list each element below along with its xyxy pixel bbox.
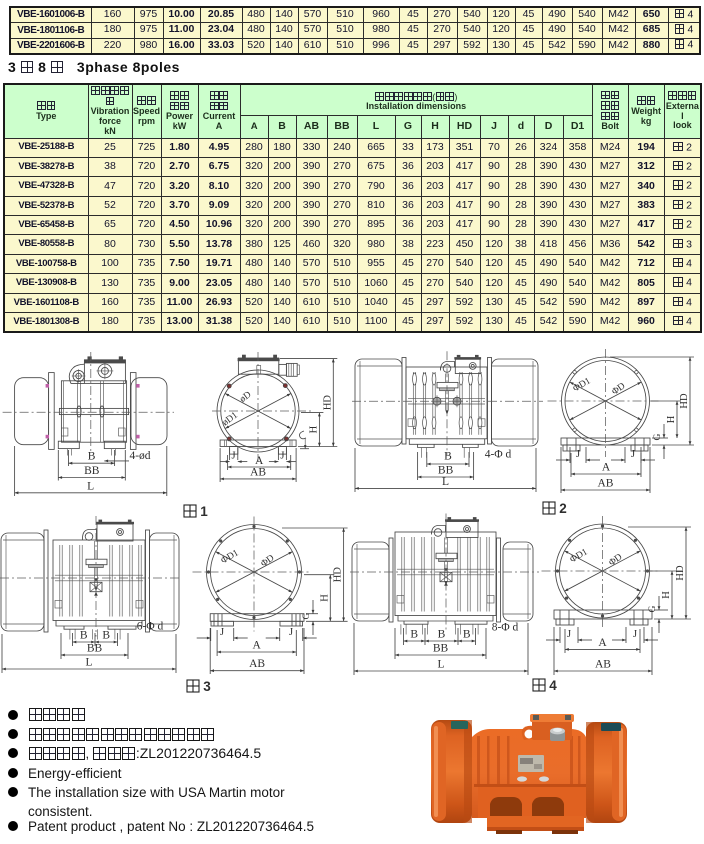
svg-text:H: H [661, 591, 672, 599]
svg-text:J: J [231, 451, 235, 462]
svg-text:J: J [280, 451, 284, 462]
svg-text:AB: AB [595, 659, 611, 671]
svg-text:ΦD: ΦD [259, 553, 276, 569]
svg-text:G: G [653, 433, 663, 440]
svg-text:BB: BB [438, 465, 454, 477]
svg-text:B: B [102, 630, 110, 642]
svg-text:AB: AB [249, 658, 265, 670]
svg-text:ΦD: ΦD [607, 552, 624, 568]
svg-text:L: L [437, 659, 444, 671]
svg-text:2: 2 [559, 501, 567, 516]
svg-text:AB: AB [250, 466, 266, 478]
svg-text:H: H [666, 415, 677, 423]
svg-text:BB: BB [84, 465, 100, 477]
svg-text:H: H [319, 594, 330, 602]
svg-text:A: A [253, 640, 262, 652]
svg-text:ΦD: ΦD [610, 381, 627, 397]
svg-text:G: G [302, 612, 312, 619]
svg-text:G: G [648, 605, 658, 612]
svg-text:AB: AB [598, 478, 614, 490]
svg-text:H: H [308, 425, 319, 433]
svg-text:HD: HD [322, 395, 333, 411]
svg-text:4-Φ d: 4-Φ d [485, 449, 512, 461]
svg-text:3: 3 [203, 679, 211, 694]
svg-text:J: J [576, 449, 580, 460]
svg-text:BB: BB [433, 643, 449, 655]
svg-text:6-Φ d: 6-Φ d [137, 621, 164, 633]
svg-text:A: A [602, 462, 611, 474]
svg-text:J: J [633, 629, 637, 640]
svg-text:øD: øD [238, 390, 253, 405]
svg-text:4-ød: 4-ød [129, 450, 150, 462]
svg-text:J: J [567, 629, 571, 640]
svg-text:J: J [289, 627, 293, 638]
svg-text:B: B [444, 451, 452, 463]
svg-text:L: L [87, 480, 94, 492]
svg-text:B: B [438, 629, 446, 641]
svg-text:4: 4 [549, 678, 557, 693]
svg-text:1: 1 [200, 504, 208, 519]
svg-text:L: L [85, 657, 92, 669]
svg-text:8-Φ d: 8-Φ d [492, 622, 519, 634]
svg-text:B: B [88, 451, 96, 463]
svg-text:B: B [80, 630, 88, 642]
svg-text:J: J [631, 449, 635, 460]
svg-text:J: J [220, 627, 224, 638]
svg-text:HD: HD [679, 393, 690, 409]
svg-text:HD: HD [675, 565, 686, 581]
svg-text:ΦD1: ΦD1 [571, 376, 592, 394]
svg-text:B: B [410, 629, 418, 641]
svg-text:L: L [442, 476, 449, 488]
svg-text:A: A [255, 455, 264, 467]
svg-text:HD: HD [333, 567, 344, 583]
svg-text:BB: BB [87, 643, 103, 655]
svg-text:A: A [598, 637, 607, 649]
svg-text:B: B [463, 629, 471, 641]
